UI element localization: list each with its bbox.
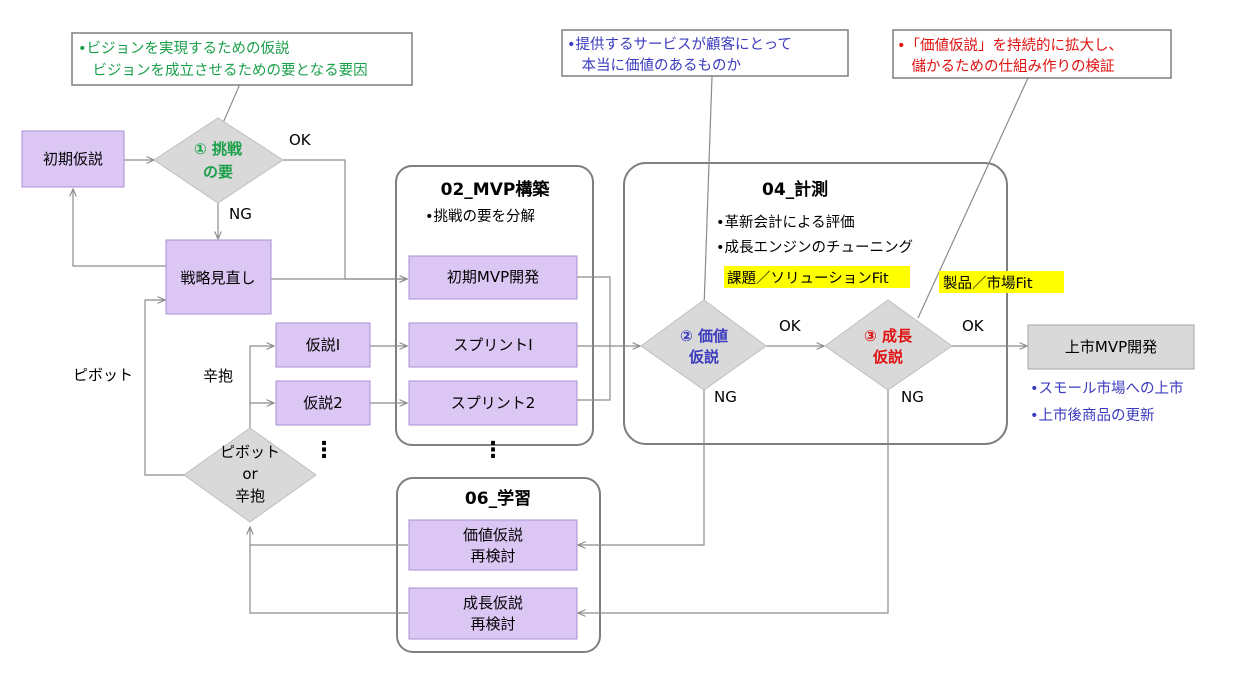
node-hypothesis-2-label: 仮説2 — [303, 394, 343, 412]
group-learn-title: 06_学習 — [465, 488, 531, 509]
node-growth-review-line2: 再検討 — [470, 615, 515, 633]
decision-growth-line2: 仮説 — [872, 348, 903, 366]
ellipsis-sprints: ⋮ — [482, 438, 504, 463]
growth-callout-box — [892, 29, 1172, 79]
label-ng-growth: NG — [901, 388, 924, 406]
decision-pivot: ピボット or 辛抱 — [183, 427, 317, 523]
highlight-problem-solution-bg — [724, 266, 910, 288]
label-ng-value: NG — [714, 388, 737, 406]
decision-challenge-line1: ① 挑戦 — [194, 140, 243, 158]
decision-challenge-line2: の要 — [203, 163, 233, 181]
edge-growth-review-to-pivot — [249, 545, 408, 614]
decision-pivot-line3: 辛抱 — [235, 487, 265, 505]
edge-value-ng — [578, 386, 705, 545]
decision-challenge: ① 挑戦 の要 — [153, 117, 284, 204]
highlight-product-market: 製品／市場Fit — [943, 275, 1033, 292]
edge-challenge-ok — [283, 159, 407, 279]
connector-value-callout — [703, 75, 713, 309]
group-mvp-bullet: •挑戦の要を分解 — [425, 208, 535, 225]
value-callout-box — [561, 29, 849, 77]
highlight-problem-solution: 課題／ソリューションFit — [727, 270, 889, 287]
node-sprint-2: スプリント2 — [408, 380, 578, 426]
node-growth-review-line1: 成長仮説 — [463, 594, 523, 612]
label-ok-value: OK — [779, 317, 802, 335]
decision-pivot-line1: ピボット — [220, 443, 280, 461]
node-sprint-1: スプリントⅠ — [408, 322, 578, 368]
node-initial-mvp-label: 初期MVP開発 — [447, 268, 539, 286]
node-value-review: 価値仮説 再検討 — [408, 519, 578, 571]
group-measure-bullet-1: •革新会計による評価 — [716, 214, 855, 231]
node-strategy-review-label: 戦略見直し — [180, 269, 255, 287]
node-growth-review: 成長仮説 再検討 — [408, 587, 578, 640]
node-market-mvp-label: 上市MVP開発 — [1065, 338, 1157, 356]
label-persevere: 辛抱 — [203, 367, 233, 385]
decision-pivot-line2: or — [242, 465, 258, 483]
highlight-product-market-bg — [939, 271, 1064, 293]
decision-value: ② 価値 仮説 — [640, 299, 767, 391]
node-initial-mvp: 初期MVP開発 — [408, 255, 578, 300]
growth-callout-line1: •「価値仮説」を持続的に拡大し、 — [897, 37, 1123, 54]
node-value-review-line2: 再検討 — [470, 547, 515, 565]
vision-callout-line2: ビジョンを成立させるための要となる要因 — [78, 62, 368, 79]
node-initial-hypothesis: 初期仮説 — [21, 130, 125, 188]
node-value-review-line1: 価値仮説 — [463, 526, 523, 544]
node-sprint-2-label: スプリント2 — [451, 394, 536, 412]
edge-mvp-to-measure — [577, 276, 611, 401]
edge-growth-ng — [578, 386, 889, 613]
vision-callout-line1: •ビジョンを実現するための仮説 — [78, 40, 290, 57]
node-initial-hypothesis-label: 初期仮説 — [43, 150, 103, 168]
edge-persevere-split — [249, 346, 274, 430]
market-note-1: •スモール市場への上市 — [1030, 380, 1184, 397]
decision-value-line2: 仮説 — [688, 348, 719, 366]
node-market-mvp: 上市MVP開発 — [1027, 324, 1195, 370]
node-hypothesis-2: 仮説2 — [275, 380, 371, 426]
label-pivot: ピボット — [73, 366, 133, 384]
group-measure — [623, 162, 1008, 445]
decision-growth: ③ 成長 仮説 — [824, 299, 953, 391]
label-ok-challenge: OK — [289, 131, 312, 149]
label-ok-growth: OK — [962, 317, 985, 335]
node-hypothesis-1: 仮説Ⅰ — [275, 322, 371, 368]
value-callout-line2: 本当に価値のあるものか — [567, 57, 741, 74]
group-mvp-build — [395, 165, 594, 446]
vision-callout-box — [71, 32, 413, 86]
node-sprint-1-label: スプリントⅠ — [453, 336, 532, 354]
label-ng-challenge: NG — [229, 205, 252, 223]
market-note-2: •上市後商品の更新 — [1030, 407, 1155, 424]
edge-pivot-to-review — [144, 300, 184, 476]
connector-growth-callout — [917, 77, 1029, 319]
growth-callout-line2: 儲かるための仕組み作りの検証 — [897, 58, 1115, 75]
group-measure-title: 04_計測 — [762, 179, 828, 200]
group-measure-bullet-2: •成長エンジンのチューニング — [716, 239, 913, 256]
ellipsis-hypotheses: ⋮ — [313, 438, 335, 463]
node-hypothesis-1-label: 仮説Ⅰ — [306, 336, 340, 354]
group-learn — [396, 477, 601, 653]
decision-value-line1: ② 価値 — [680, 327, 728, 345]
value-callout-line1: •提供するサービスが顧客にとって — [567, 36, 792, 53]
group-mvp-title: 02_MVP構築 — [441, 179, 551, 200]
edge-review-to-initial — [73, 189, 166, 267]
edge-value-review-to-pivot — [250, 527, 408, 546]
node-strategy-review: 戦略見直し — [165, 239, 272, 315]
decision-growth-line1: ③ 成長 — [864, 327, 913, 345]
